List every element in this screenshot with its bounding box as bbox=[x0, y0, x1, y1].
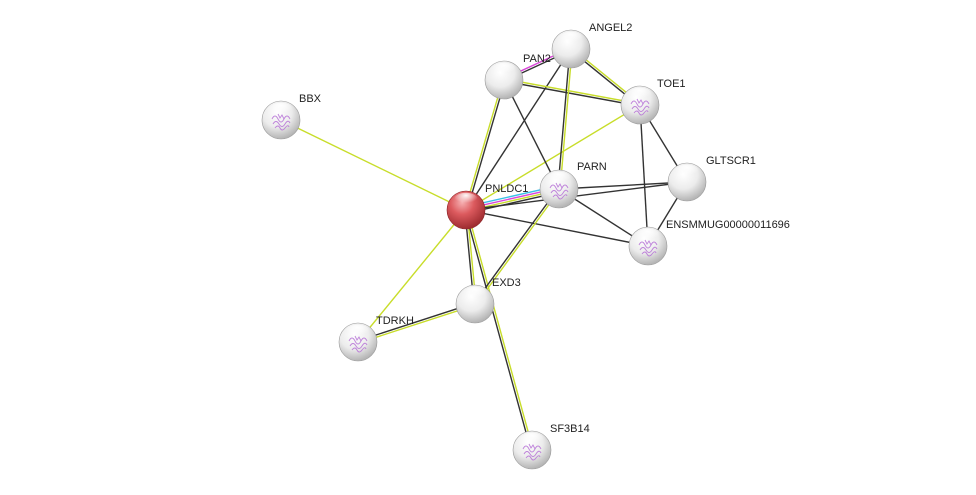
edge-line-textmining bbox=[504, 78, 641, 105]
edge-line-textmining bbox=[475, 189, 561, 306]
node-label-pan2: PAN2 bbox=[523, 53, 551, 65]
edge-exd3-tdrkh bbox=[357, 302, 476, 344]
edge-pnldc1-ensmmug00000011696 bbox=[465, 209, 649, 247]
node-label-angel2: ANGEL2 bbox=[589, 22, 632, 34]
node-label-gltscr1: GLTSCR1 bbox=[706, 155, 756, 167]
edge-line-textmining bbox=[280, 119, 467, 211]
edge-line-coexpression bbox=[464, 210, 532, 451]
edge-line-textmining bbox=[466, 209, 534, 450]
node-parn[interactable]: PARN bbox=[539, 161, 607, 209]
node-highlight bbox=[492, 62, 516, 77]
protein-structure-icon bbox=[271, 113, 291, 131]
node-toe1[interactable]: TOE1 bbox=[620, 78, 686, 125]
edge-line-textmining bbox=[559, 49, 573, 190]
node-highlight bbox=[269, 102, 293, 117]
node-highlight bbox=[520, 432, 544, 447]
edge-line-coexpression bbox=[357, 302, 475, 342]
node-label-ensmmug00000011696: ENSMMUG00000011696 bbox=[666, 219, 790, 231]
edge-pnldc1-bbx bbox=[280, 119, 467, 211]
edge-pnldc1-toe1 bbox=[465, 104, 641, 211]
node-label-pnldc1: PNLDC1 bbox=[485, 183, 528, 195]
node-highlight bbox=[559, 31, 583, 46]
edge-line-coexpression bbox=[465, 48, 572, 211]
edge-line-coexpression bbox=[503, 79, 560, 190]
protein-structure-icon bbox=[630, 98, 650, 116]
protein-structure-icon bbox=[638, 239, 658, 257]
edge-parn-gltscr1 bbox=[558, 181, 688, 190]
edge-pnldc1-pan2 bbox=[464, 79, 506, 211]
node-pnldc1[interactable]: PNLDC1 bbox=[446, 183, 528, 230]
node-bbx[interactable]: BBX bbox=[261, 93, 322, 140]
edge-pan2-toe1 bbox=[503, 78, 641, 107]
edge-line-coexpression bbox=[473, 187, 559, 304]
node-highlight bbox=[628, 87, 652, 102]
node-label-toe1: TOE1 bbox=[657, 78, 686, 90]
node-label-sf3b14: SF3B14 bbox=[550, 423, 590, 435]
node-gltscr1[interactable]: GLTSCR1 bbox=[667, 155, 756, 202]
node-ensmmug00000011696[interactable]: ENSMMUG00000011696 bbox=[628, 219, 790, 266]
node-label-bbx: BBX bbox=[299, 93, 322, 105]
node-highlight bbox=[636, 228, 660, 243]
edge-line-textmining bbox=[465, 104, 641, 211]
node-exd3[interactable]: EXD3 bbox=[455, 277, 521, 324]
node-highlight bbox=[547, 171, 571, 186]
edge-line-coexpression bbox=[558, 181, 688, 190]
edge-angel2-parn bbox=[557, 48, 573, 190]
edge-toe1-ensmmug00000011696 bbox=[639, 104, 649, 247]
edge-pan2-parn bbox=[503, 79, 560, 190]
edge-pnldc1-angel2 bbox=[465, 48, 572, 211]
edge-line-coexpression bbox=[639, 104, 649, 247]
node-label-exd3: EXD3 bbox=[492, 277, 521, 289]
node-highlight bbox=[454, 192, 478, 207]
edge-line-coexpression bbox=[465, 209, 649, 247]
node-highlight bbox=[675, 164, 699, 179]
node-highlight bbox=[346, 324, 370, 339]
edge-pnldc1-tdrkh bbox=[357, 209, 467, 343]
node-angel2[interactable]: ANGEL2 bbox=[551, 22, 632, 69]
edge-line-coexpression bbox=[557, 48, 571, 189]
node-label-tdrkh: TDRKH bbox=[376, 315, 414, 327]
node-highlight bbox=[463, 286, 487, 301]
edge-parn-exd3 bbox=[473, 187, 561, 306]
protein-structure-icon bbox=[549, 182, 569, 200]
edge-line-textmining bbox=[464, 79, 504, 210]
node-label-parn: PARN bbox=[577, 161, 607, 173]
edge-line-coexpression bbox=[466, 80, 506, 211]
protein-structure-icon bbox=[348, 335, 368, 353]
node-tdrkh[interactable]: TDRKH bbox=[338, 315, 414, 362]
protein-structure-icon bbox=[522, 443, 542, 461]
node-pan2[interactable]: PAN2 bbox=[484, 53, 551, 100]
edge-line-textmining bbox=[357, 209, 467, 343]
edge-line-textmining bbox=[358, 304, 476, 344]
edge-pnldc1-sf3b14 bbox=[464, 209, 534, 451]
node-sf3b14[interactable]: SF3B14 bbox=[512, 423, 590, 470]
edge-line-coexpression bbox=[503, 80, 640, 107]
